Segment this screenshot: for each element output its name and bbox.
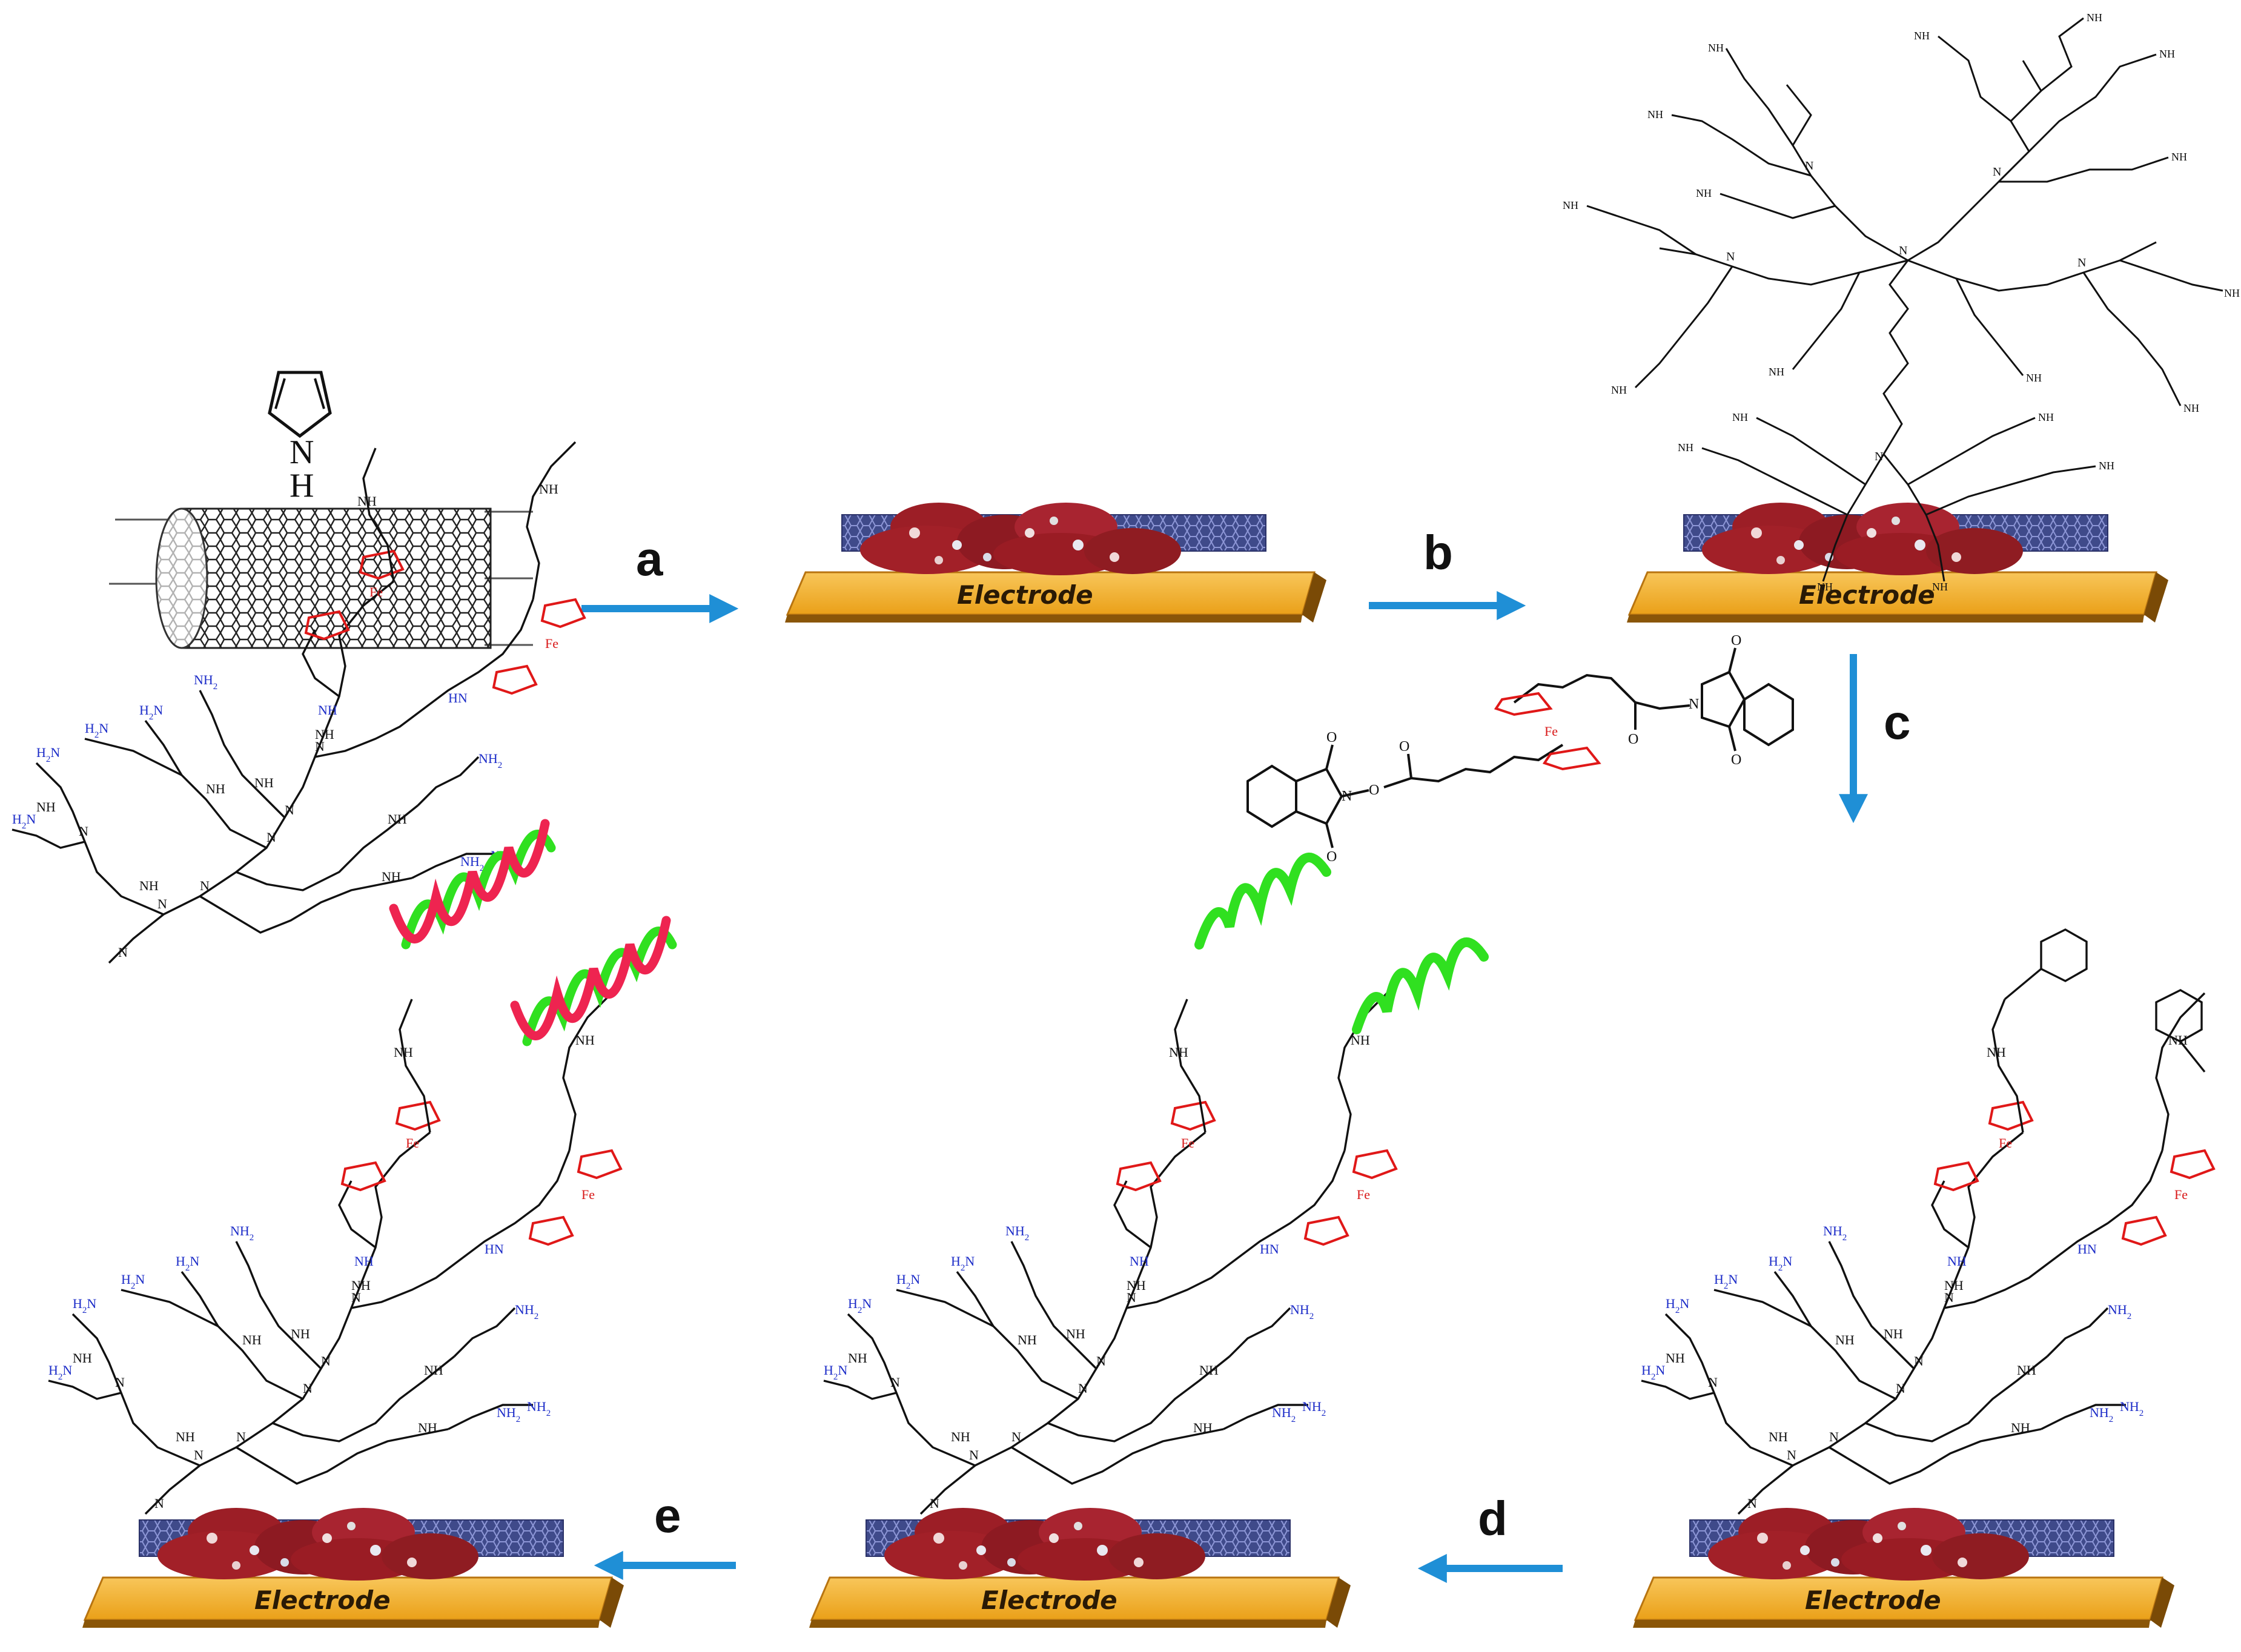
svg-text:O: O <box>1731 633 1741 649</box>
svg-text:NH: NH <box>2171 151 2187 163</box>
svg-text:N: N <box>1875 450 1883 463</box>
svg-text:N: N <box>285 802 294 818</box>
electrode-assembly-3 <box>1632 1507 2176 1629</box>
dendrimer-labels: N N N N N N NH NH NH NH NH NH NH NH NH N… <box>1563 12 2240 593</box>
svg-text:NH: NH <box>1769 366 1784 378</box>
step-label-c: c <box>1884 695 1911 749</box>
svg-text:NH: NH <box>2099 460 2114 472</box>
svg-text:N: N <box>200 878 210 893</box>
electrode-label: Electrode <box>957 580 1093 610</box>
svg-text:NH: NH <box>2087 12 2102 24</box>
svg-text:N: N <box>79 824 88 839</box>
surface-chem-panel-4 <box>823 992 1397 1515</box>
svg-text:NH: NH <box>1563 199 1578 211</box>
pamam-dendrimer <box>1586 17 2223 582</box>
step-arrow-d: d <box>1417 1492 1563 1583</box>
surface-chem-panel-5 <box>47 992 622 1515</box>
pyrrole-h-label: H <box>290 467 314 504</box>
svg-text:NH: NH <box>318 702 337 718</box>
svg-text:N: N <box>1726 250 1735 263</box>
svg-text:NH: NH <box>2183 402 2199 414</box>
surface-chem-panel-3 <box>1640 992 2215 1515</box>
svg-text:NH: NH <box>36 799 56 814</box>
svg-text:NH: NH <box>1732 411 1748 423</box>
electrode-assembly-5 <box>81 1507 625 1629</box>
svg-text:NH: NH <box>254 775 274 790</box>
svg-text:NH2: NH2 <box>194 672 217 692</box>
electrode-assembly-4 <box>808 1507 1352 1629</box>
step-label-a: a <box>636 532 663 586</box>
svg-text:O: O <box>1326 730 1337 745</box>
svg-text:N: N <box>1805 159 1813 173</box>
step-arrow-c: c <box>1839 654 1911 824</box>
svg-text:NH: NH <box>1647 108 1663 121</box>
svg-text:NH: NH <box>2159 48 2175 60</box>
svg-text:O: O <box>1628 732 1638 747</box>
svg-text:NH: NH <box>139 878 159 893</box>
svg-text:N: N <box>2077 256 2086 269</box>
ferrocene-crosslinker: Fe O O N O O O O N O <box>1246 633 1794 865</box>
pyrrole-molecule: N H <box>268 371 332 504</box>
svg-text:N: N <box>157 896 167 911</box>
svg-text:N: N <box>1993 165 2001 179</box>
svg-text:NH: NH <box>539 481 558 497</box>
svg-text:NH: NH <box>2038 411 2054 423</box>
svg-text:N: N <box>1342 788 1352 804</box>
svg-text:N: N <box>266 830 276 845</box>
svg-text:O: O <box>1326 849 1337 865</box>
svg-text:NH: NH <box>388 811 407 827</box>
svg-text:H2N: H2N <box>12 811 36 831</box>
step-label-e: e <box>654 1488 681 1542</box>
svg-text:NH: NH <box>2026 372 2042 384</box>
svg-text:NH: NH <box>2224 287 2240 299</box>
ferrocene-fe-label: Fe <box>1544 724 1558 739</box>
svg-text:NH: NH <box>382 869 401 884</box>
step-label-d: d <box>1478 1492 1508 1545</box>
nhs-endgroups <box>2004 928 2206 1073</box>
svg-text:N: N <box>1899 244 1907 257</box>
svg-text:O: O <box>1369 782 1379 798</box>
svg-text:H2N: H2N <box>36 745 60 764</box>
electrode-assembly-1: Electrode <box>785 503 1326 623</box>
nanotube-body <box>182 509 491 648</box>
svg-text:NH: NH <box>1817 581 1833 593</box>
pyrrole-n-label: N <box>290 434 314 471</box>
svg-text:O: O <box>1731 752 1741 768</box>
svg-text:Fe: Fe <box>545 636 558 651</box>
svg-text:NH: NH <box>1678 441 1693 454</box>
electrode-assembly-2 <box>1626 501 2170 624</box>
step-arrow-a: a <box>581 532 739 623</box>
svg-text:NH: NH <box>206 781 225 796</box>
svg-text:N: N <box>118 945 128 960</box>
svg-text:NH: NH <box>1914 30 1930 42</box>
svg-text:N: N <box>315 739 325 754</box>
svg-text:NH: NH <box>1932 581 1948 593</box>
dna-duplex-panel-5 <box>389 819 677 1046</box>
svg-text:NH: NH <box>315 727 334 742</box>
svg-text:NH: NH <box>1708 42 1724 54</box>
svg-text:Fe: Fe <box>369 584 383 600</box>
step-arrow-b: b <box>1369 526 1526 620</box>
svg-text:NH: NH <box>357 494 377 509</box>
svg-text:NH: NH <box>1611 384 1627 396</box>
svg-text:NH2: NH2 <box>460 854 484 873</box>
svg-text:H2N: H2N <box>85 721 108 740</box>
dna-probes-panel-4 <box>1194 853 1489 1034</box>
svg-text:NH: NH <box>1696 187 1712 199</box>
svg-text:N: N <box>1689 696 1699 712</box>
svg-text:H2N: H2N <box>139 702 163 722</box>
polypyrrole-coating <box>860 503 1181 575</box>
step-label-b: b <box>1423 526 1453 580</box>
carbon-nanotube-pyrrole: N H <box>109 371 533 649</box>
svg-text:HN: HN <box>448 690 468 705</box>
step-arrow-e: e <box>594 1488 736 1580</box>
svg-text:O: O <box>1399 739 1409 755</box>
svg-text:NH2: NH2 <box>478 751 502 770</box>
